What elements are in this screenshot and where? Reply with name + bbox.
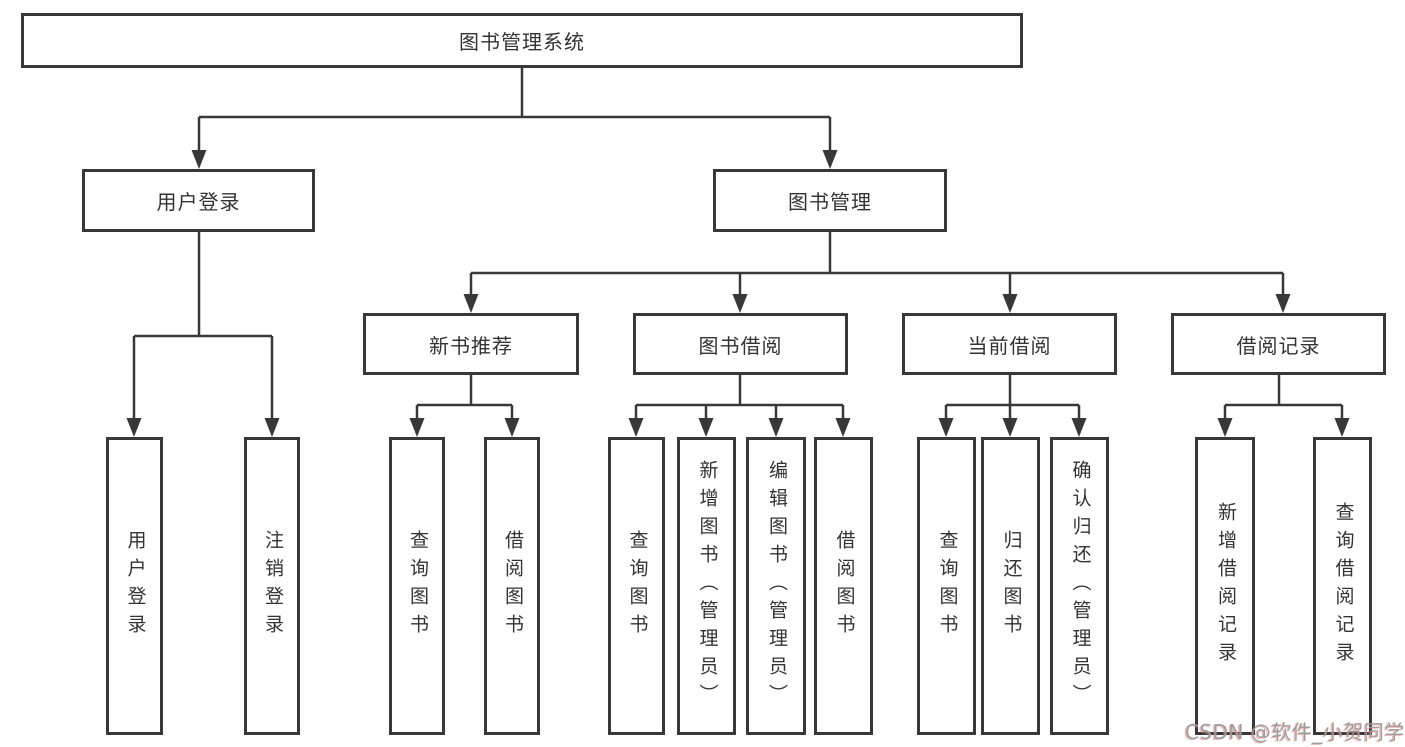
node-label: 新增图书（管理员） bbox=[696, 460, 719, 712]
node-root: 图书管理系统 bbox=[21, 13, 1023, 68]
node-label: 查询借阅记录 bbox=[1332, 502, 1355, 670]
node-leaf-borrow-books-borrowing: 借阅图书 bbox=[814, 437, 873, 735]
node-leaf-edit-books-admin: 编辑图书（管理员） bbox=[746, 437, 806, 735]
node-label: 注销登录 bbox=[261, 530, 284, 642]
node-leaf-query-books-current: 查询图书 bbox=[917, 437, 976, 735]
node-label: 借阅记录 bbox=[1236, 333, 1321, 358]
node-label: 用户登录 bbox=[124, 530, 147, 642]
node-label: 图书借阅 bbox=[698, 333, 783, 358]
node-leaf-return-books: 归还图书 bbox=[981, 437, 1040, 735]
node-leaf-borrow-books-recommend: 借阅图书 bbox=[484, 437, 540, 735]
node-leaf-add-borrow-record: 新增借阅记录 bbox=[1195, 437, 1255, 735]
node-label: 借阅图书 bbox=[501, 530, 524, 642]
node-leaf-add-books-admin: 新增图书（管理员） bbox=[677, 437, 736, 735]
node-label: 图书管理 bbox=[788, 190, 872, 214]
node-label: 借阅图书 bbox=[833, 530, 856, 642]
node-label: 查询图书 bbox=[936, 530, 959, 642]
node-current-borrowing: 当前借阅 bbox=[902, 313, 1117, 375]
node-label: 确认归还（管理员） bbox=[1069, 460, 1092, 712]
node-book-management: 图书管理 bbox=[713, 169, 947, 232]
node-leaf-query-borrow-record: 查询借阅记录 bbox=[1313, 437, 1372, 735]
node-leaf-query-books-borrowing: 查询图书 bbox=[608, 437, 665, 735]
node-label: 用户登录 bbox=[156, 190, 241, 214]
node-label: 查询图书 bbox=[626, 530, 649, 642]
node-leaf-user-login: 用户登录 bbox=[106, 437, 163, 735]
node-label: 编辑图书（管理员） bbox=[765, 460, 788, 712]
watermark-text: CSDN @软件_小贺同学 bbox=[1185, 720, 1405, 744]
node-new-book-recommend: 新书推荐 bbox=[363, 313, 579, 375]
node-label: 当前借阅 bbox=[967, 333, 1052, 358]
node-label: 图书管理系统 bbox=[459, 30, 585, 54]
node-leaf-query-books-recommend: 查询图书 bbox=[389, 437, 445, 735]
node-user-login: 用户登录 bbox=[82, 169, 315, 232]
node-label: 新增借阅记录 bbox=[1214, 502, 1237, 670]
node-book-borrowing: 图书借阅 bbox=[633, 313, 848, 375]
node-borrowing-records: 借阅记录 bbox=[1171, 313, 1386, 375]
node-label: 新书推荐 bbox=[429, 333, 513, 358]
node-label: 查询图书 bbox=[406, 530, 429, 642]
node-leaf-logout: 注销登录 bbox=[244, 437, 300, 735]
node-label: 归还图书 bbox=[1000, 530, 1023, 642]
node-leaf-confirm-return-admin: 确认归还（管理员） bbox=[1050, 437, 1109, 735]
